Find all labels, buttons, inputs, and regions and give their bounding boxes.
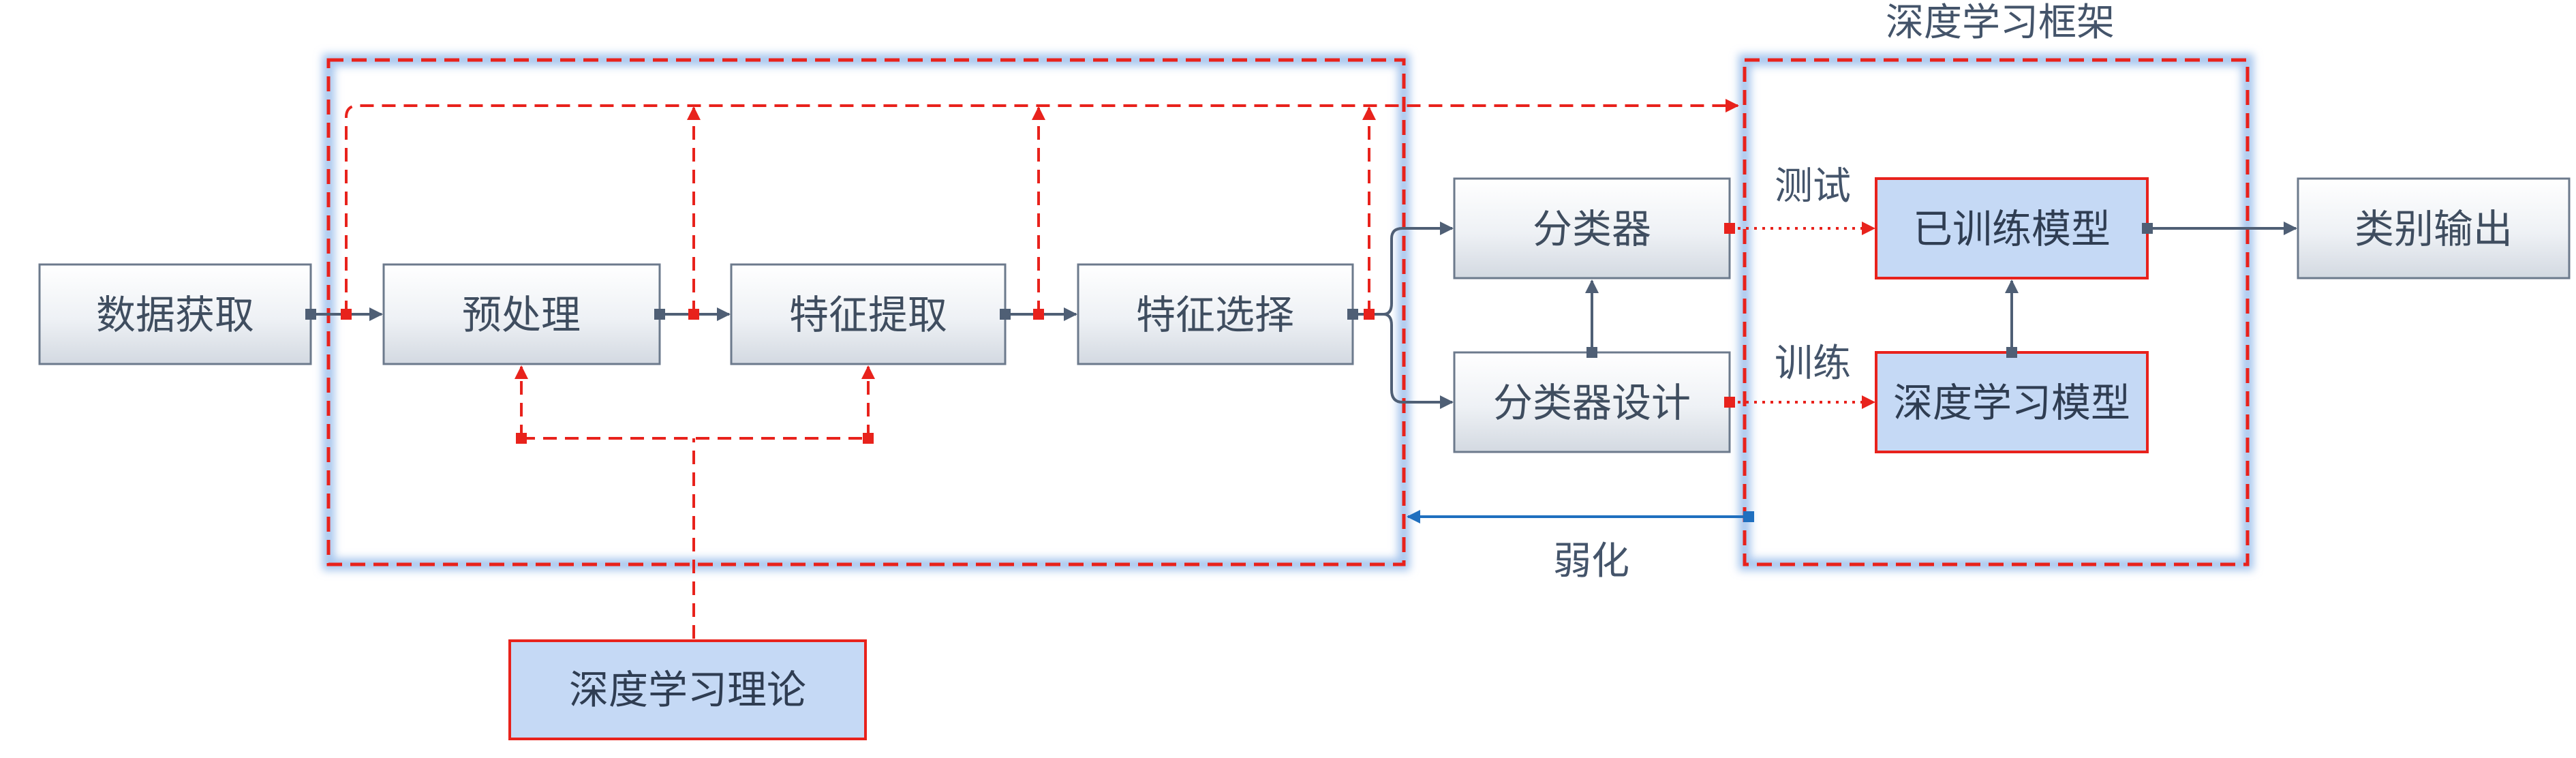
deep-learning-model-label: 深度学习模型 [1893,380,2130,426]
classifier-node: 分类器 [1453,177,1731,279]
preprocessing-label: 预处理 [462,292,581,338]
arrow-selection-to-classifier-design [1383,313,1454,409]
weaken-label: 弱化 [1553,539,1629,583]
deep-learning-framework-frame [1738,54,2254,571]
preprocessing-frame [322,54,1410,571]
framework-title: 深度学习框架 [1886,1,2115,45]
data-acquisition-label: 数据获取 [96,292,254,338]
classifier-label: 分类器 [1533,206,1651,252]
red-dashed-connectors [345,99,1739,639]
trained-model-node: 已训练模型 [1875,177,2149,279]
preprocessing-node: 预处理 [382,263,661,365]
deep-learning-theory-node: 深度学习理论 [508,639,867,740]
deep-learning-theory-label: 深度学习理论 [569,667,806,713]
connector-squares [305,223,2153,358]
train-label: 训练 [1775,342,1851,386]
data-acquisition-node: 数据获取 [38,263,312,365]
feature-selection-label: 特征选择 [1136,292,1294,338]
test-label: 测试 [1775,164,1851,209]
feature-extraction-label: 特征提取 [789,292,947,338]
feature-extraction-node: 特征提取 [730,263,1007,365]
feature-selection-node: 特征选择 [1077,263,1354,365]
class-output-label: 类别输出 [2355,206,2513,252]
classifier-design-label: 分类器设计 [1493,380,1691,426]
red-junction-squares [341,223,1735,444]
deep-learning-model-node: 深度学习模型 [1875,351,2149,453]
dashed-top-bus [345,99,1739,314]
trained-model-label: 已训练模型 [1913,206,2111,252]
classifier-design-node: 分类器设计 [1453,351,1731,453]
class-output-node: 类别输出 [2297,177,2571,279]
weaken-connector [1407,510,1754,524]
